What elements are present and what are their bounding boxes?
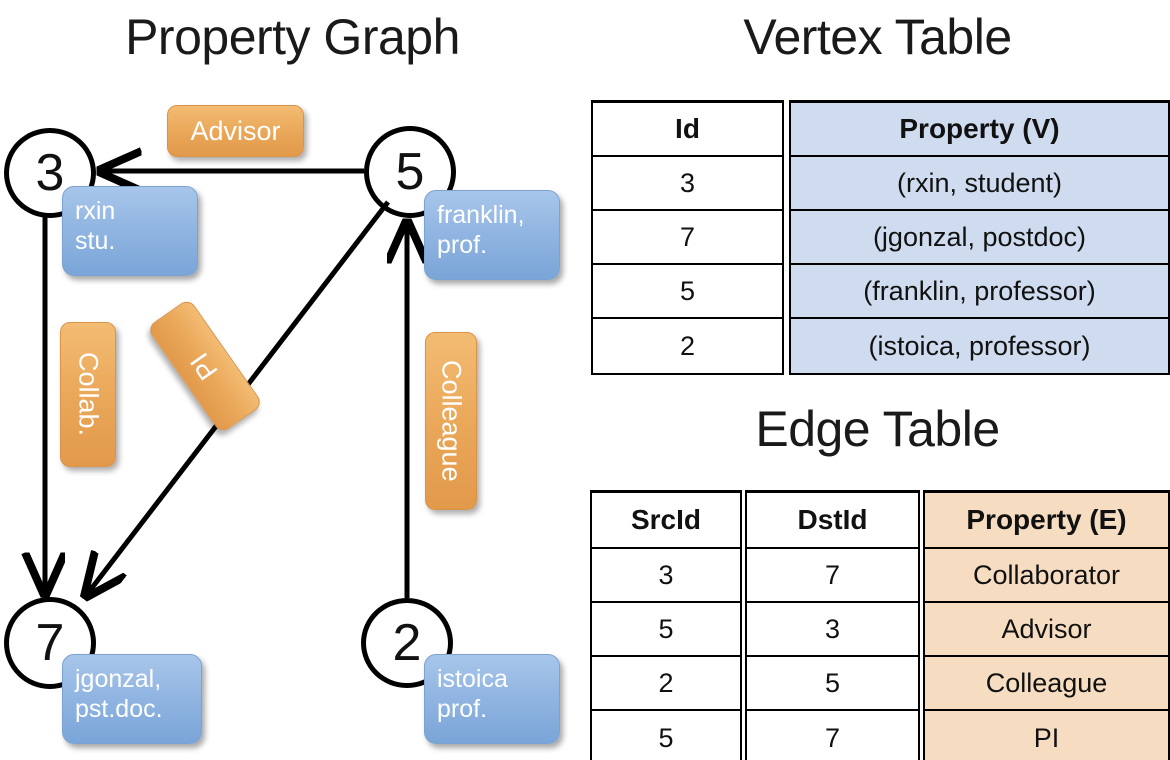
table-cell: 7 [593, 211, 782, 265]
node-property-line: stu. [75, 226, 116, 255]
node-property-line: pst.doc. [75, 694, 163, 723]
table-cell: 2 [679, 330, 696, 361]
vertex-table: Id 3 7 5 2 Property (V) (rxin, student) … [591, 100, 1170, 375]
node-property-box-franklin[interactable]: franklin, prof. [424, 190, 560, 280]
graph-node-3[interactable]: 3 [4, 128, 96, 218]
table-cell: (franklin, professor) [791, 265, 1168, 319]
table-cell: PI [925, 711, 1168, 760]
table-cell: 7 [747, 549, 918, 603]
node-property-box-jgonzal[interactable]: jgonzal, pst.doc. [62, 654, 202, 744]
table-cell: (rxin, student) [791, 157, 1168, 211]
table-cell: Colleague [925, 657, 1168, 711]
edge-label-text: PI [184, 347, 225, 386]
edge-label-text: Advisor [190, 115, 281, 146]
table-cell: 5 [593, 265, 782, 319]
edge-label-text: Collab. [73, 352, 104, 437]
node-property-box-istoica[interactable]: istoica prof. [424, 654, 560, 744]
table-cell: 5 [747, 657, 918, 711]
edge-label-text: Colleague [436, 360, 467, 482]
edge-label-advisor[interactable]: Advisor [167, 105, 304, 157]
vertex-table-col-id: Id 3 7 5 2 [591, 100, 784, 375]
vertex-table-header-id: Id [593, 103, 782, 157]
edge-label-colleague[interactable]: Colleague [425, 332, 477, 510]
edge-table-header-dstid: DstId [747, 493, 918, 549]
table-cell: 2 [592, 657, 740, 711]
table-column-gap [742, 490, 745, 760]
edge-table-col-property: Property (E) Collaborator Advisor Collea… [923, 490, 1170, 760]
table-cell: 3 [593, 157, 782, 211]
table-cell: (istoica, professor) [791, 319, 1168, 373]
vertex-table-col-property: Property (V) (rxin, student) (jgonzal, p… [789, 100, 1170, 375]
node-property-box-rxin[interactable]: rxin stu. [62, 186, 198, 276]
edge-table-header-srcid: SrcId [592, 493, 740, 549]
graph-node-7[interactable]: 7 [4, 597, 96, 689]
edge-table-col-srcid: SrcId 3 5 2 5 [590, 490, 742, 760]
table-cell: 5 [658, 722, 674, 753]
vertex-table-header-property: Property (V) [791, 103, 1168, 157]
table-cell: 3 [747, 603, 918, 657]
table-cell: 5 [592, 603, 740, 657]
table-cell: 7 [824, 722, 841, 753]
node-property-line: prof. [437, 230, 488, 259]
edge-table-header-property: Property (E) [925, 493, 1168, 549]
edge-label-collab[interactable]: Collab. [60, 322, 116, 467]
edge-table-col-dstid: DstId 7 3 5 7 [745, 490, 920, 760]
table-column-gap [920, 490, 923, 760]
page-title-property-graph: Property Graph [125, 9, 460, 65]
node-property-line: franklin, [437, 201, 525, 229]
page-title-edge-table: Edge Table [755, 401, 1000, 457]
node-property-line: prof. [437, 694, 488, 723]
table-cell: Collaborator [925, 549, 1168, 603]
edge-table: SrcId 3 5 2 5 DstId 7 3 5 7 Property (E)… [590, 490, 1170, 760]
table-column-gap [784, 100, 789, 375]
table-cell: Advisor [925, 603, 1168, 657]
page-title-vertex-table: Vertex Table [743, 9, 1012, 65]
node-property-line: jgonzal, [75, 665, 162, 693]
graph-node-2[interactable]: 2 [361, 598, 453, 688]
table-cell: (jgonzal, postdoc) [791, 211, 1168, 265]
node-property-line: istoica [437, 665, 508, 693]
node-property-line: rxin [75, 197, 116, 225]
table-cell: 3 [592, 549, 740, 603]
graph-node-5[interactable]: 5 [364, 126, 456, 218]
property-graph-diagram: 3 5 7 2 rxin stu. franklin, prof. jgonza… [4, 105, 560, 744]
